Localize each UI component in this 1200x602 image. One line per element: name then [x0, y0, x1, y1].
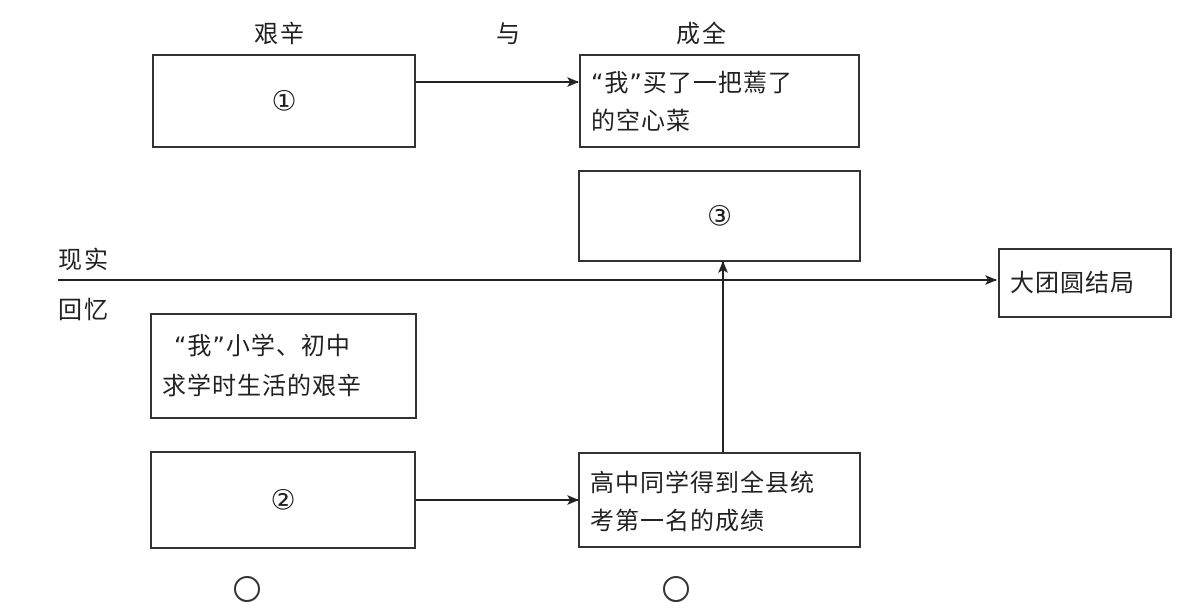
box-happy-ending-text: 大团圆结局 — [1010, 269, 1135, 297]
header-and: 与 — [496, 20, 522, 48]
blank-3-marker: ③ — [706, 199, 733, 233]
box-bought-vegetables-line1: “我”买了一把蔫了 — [591, 69, 793, 97]
box-bought-vegetables: “我”买了一把蔫了 的空心菜 — [579, 54, 860, 148]
box-bought-vegetables-line2: 的空心菜 — [591, 107, 691, 135]
box-highschool-score: 高中同学得到全县统 考第一名的成绩 — [578, 452, 861, 548]
header-fulfillment: 成全 — [676, 20, 728, 48]
box-happy-ending: 大团圆结局 — [998, 248, 1172, 318]
cropped-circle-marker-right — [663, 576, 689, 602]
label-reality: 现实 — [58, 246, 110, 274]
blank-1-marker: ① — [271, 84, 297, 118]
box-blank-1: ① — [152, 54, 416, 148]
box-school-hardship-line2: 求学时生活的艰辛 — [162, 372, 362, 400]
connector-lines — [58, 77, 997, 505]
box-school-hardship: “我”小学、初中 求学时生活的艰辛 — [150, 313, 417, 419]
label-memory: 回忆 — [58, 296, 110, 324]
header-hardship: 艰辛 — [254, 20, 306, 48]
box-blank-3: ③ — [578, 170, 861, 262]
blank-2-marker: ② — [270, 483, 296, 517]
box-blank-2: ② — [150, 451, 416, 549]
box-school-hardship-line1: “我”小学、初中 — [174, 332, 351, 360]
cropped-circle-marker-left — [234, 576, 260, 602]
box-highschool-score-line2: 考第一名的成绩 — [590, 507, 765, 535]
box-highschool-score-line1: 高中同学得到全县统 — [590, 469, 815, 497]
